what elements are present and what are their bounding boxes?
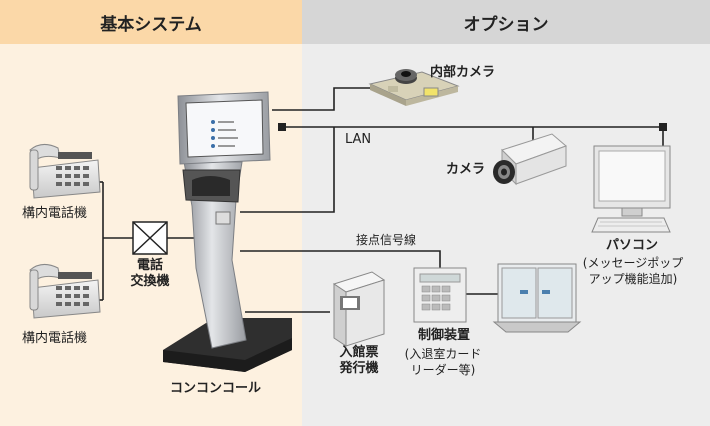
- kiosk-icon: [163, 91, 292, 372]
- lan-bus-end-right: [659, 123, 667, 131]
- pc-note-line1: (メッセージポップ: [582, 256, 684, 270]
- pc-icon: [591, 145, 671, 233]
- pc-note: (メッセージポップ アップ機能追加): [574, 255, 692, 287]
- controller-label: 制御装置: [417, 328, 470, 343]
- phone-bottom-icon: [29, 264, 101, 319]
- option-header: オプション: [302, 0, 710, 44]
- pc-label: パソコン: [605, 238, 658, 253]
- internal-camera-line: [272, 87, 378, 111]
- camera-icon: [493, 133, 567, 186]
- basic-system-header: 基本システム: [0, 0, 302, 44]
- controller-note: (入退室カード リーダー等): [388, 346, 498, 378]
- exchange-label-line1: 電話: [136, 258, 163, 273]
- contact-signal-line: [240, 250, 441, 268]
- contact-line-label: 接点信号線: [356, 233, 417, 247]
- ticket-machine-label: 入館票 発行機: [328, 345, 390, 377]
- controller-icon: [413, 267, 467, 323]
- pc-note-line2: アップ機能追加): [588, 272, 678, 286]
- lan-to-kiosk-line: [240, 127, 335, 213]
- camera-label: カメラ: [446, 162, 486, 177]
- exchange-icon: [132, 221, 168, 255]
- door-icon: [492, 263, 582, 333]
- exchange-label: 電話 交換機: [122, 258, 178, 290]
- ticket-machine-icon: [332, 271, 386, 347]
- phone-top-label: 構内電話機: [22, 206, 88, 221]
- controller-note-line2: リーダー等): [410, 363, 476, 377]
- lan-label: LAN: [345, 132, 372, 147]
- exchange-label-line2: 交換機: [130, 274, 170, 289]
- ticket-machine-label-line1: 入館票: [339, 345, 379, 360]
- phone-top-icon: [29, 144, 101, 199]
- lan-bus-end-left: [278, 123, 286, 131]
- internal-camera-label: 内部カメラ: [430, 65, 496, 80]
- ticket-machine-label-line2: 発行機: [339, 361, 379, 376]
- phone-bottom-label: 構内電話機: [22, 331, 88, 346]
- kiosk-label: コンコンコール: [170, 381, 262, 396]
- internal-camera-icon: [368, 69, 460, 106]
- controller-note-line1: (入退室カード: [404, 347, 482, 361]
